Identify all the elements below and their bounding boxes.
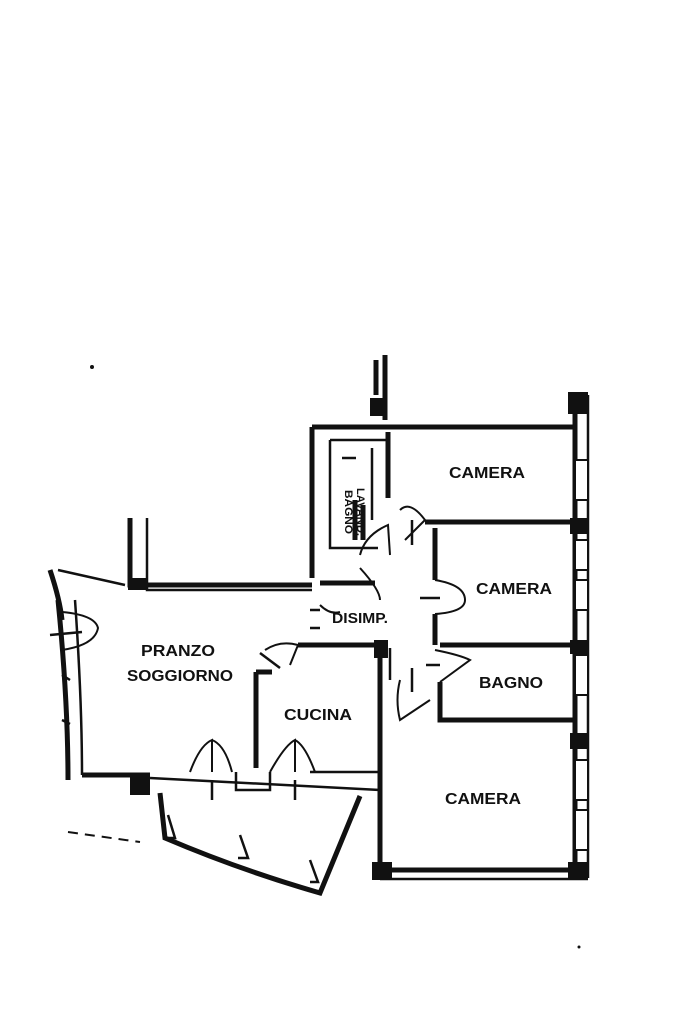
room-label-camera-3: CAMERA (445, 791, 521, 808)
speck-mark (577, 945, 581, 949)
room-label-pranzo: PRANZO (141, 643, 215, 660)
room-label-bagno-small: BAGNO (342, 490, 354, 534)
vent-pipe (373, 355, 388, 420)
speck-mark (90, 365, 94, 369)
doors (49, 456, 472, 800)
interior-walls (234, 432, 575, 792)
windows (574, 459, 589, 851)
room-label-lavand: LAVAND. (354, 488, 366, 536)
room-label-bagno: BAGNO (479, 675, 543, 692)
room-label-cucina: CUCINA (284, 707, 352, 724)
balcony-posts (61, 500, 366, 884)
room-label-soggiorno: SOGGIORNO (127, 668, 233, 685)
room-label-camera-1: CAMERA (449, 465, 525, 482)
room-label-disimp: DISIMP. (332, 610, 388, 627)
room-label-camera-2: CAMERA (476, 581, 552, 598)
